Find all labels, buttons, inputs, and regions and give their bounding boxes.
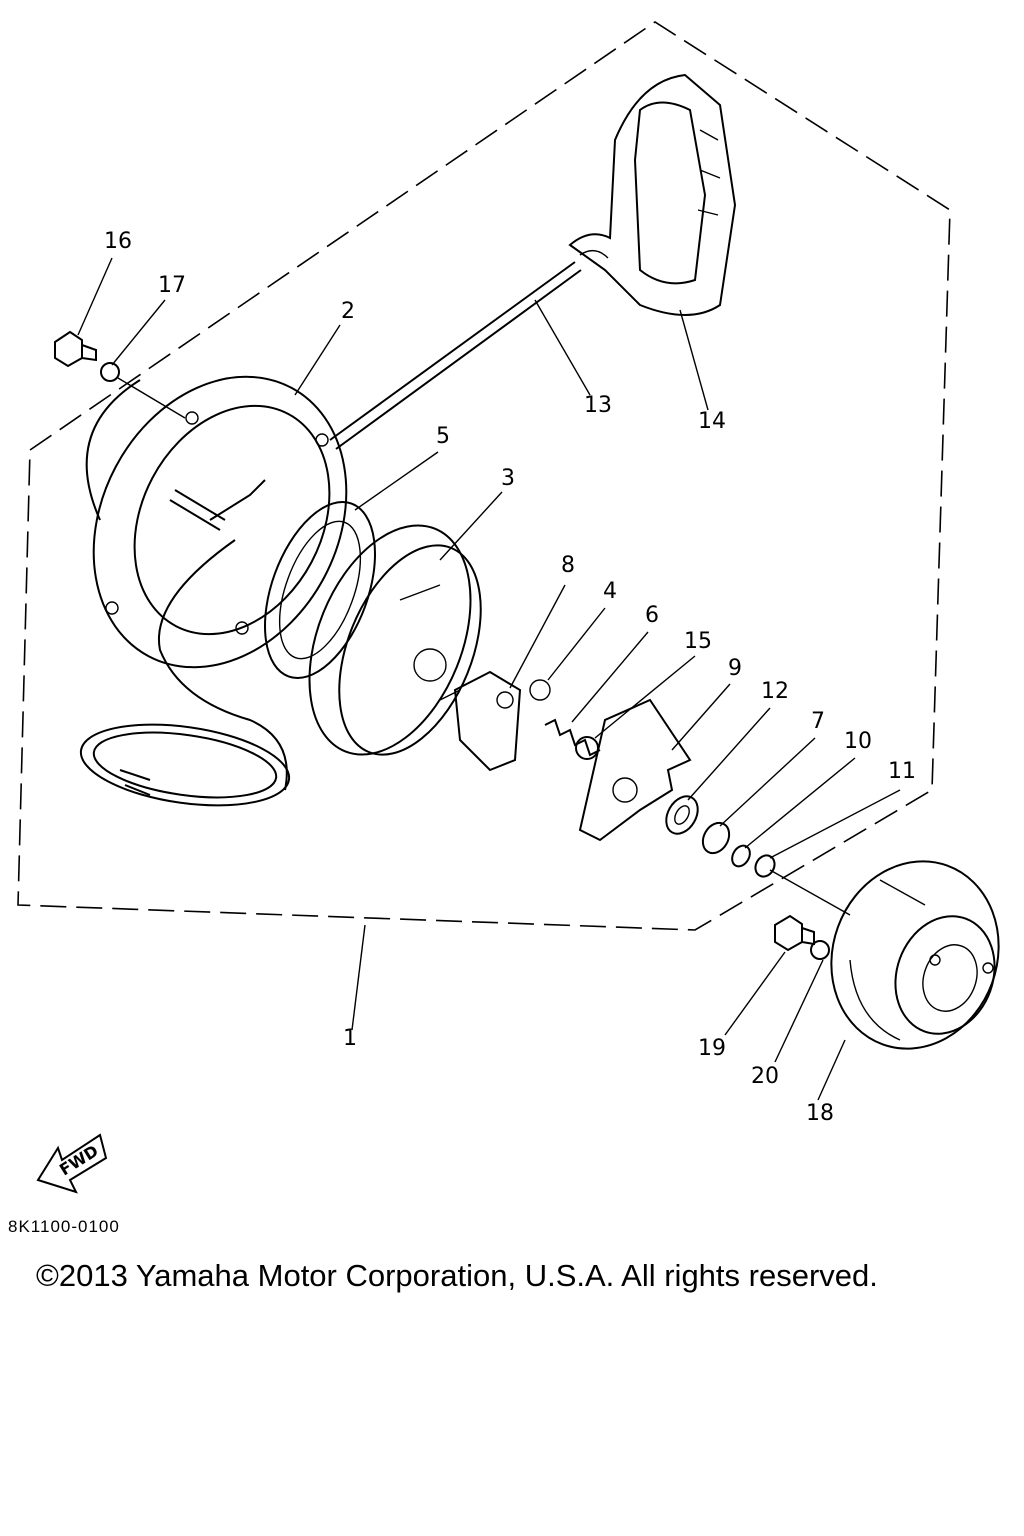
- drive-pawl: [453, 670, 551, 772]
- part-label-7: 7: [811, 709, 825, 734]
- part-label-3: 3: [501, 466, 515, 491]
- part-label-11: 11: [888, 759, 916, 784]
- leader-7: [719, 737, 816, 827]
- center-axis: [769, 869, 851, 916]
- washer-20: [810, 940, 830, 960]
- part-label-17: 17: [158, 273, 186, 298]
- assembly-boundary: [17, 21, 951, 931]
- part-label-14: 14: [698, 409, 726, 434]
- leader-17: [111, 299, 166, 366]
- part-label-10: 10: [844, 729, 872, 754]
- bolt-19: [774, 914, 815, 952]
- washer-12: [665, 795, 699, 835]
- starter-handle: [568, 73, 737, 316]
- leader-4: [547, 607, 606, 681]
- spring-6: [544, 718, 601, 757]
- leader-1: [351, 924, 366, 1031]
- leader-2: [294, 324, 341, 396]
- leader-5: [354, 451, 439, 511]
- part-label-13: 13: [584, 393, 612, 418]
- leader-9: [671, 683, 731, 751]
- washer-10: [731, 844, 751, 868]
- starter-pulley: [830, 860, 1000, 1050]
- part-label-19: 19: [698, 1036, 726, 1061]
- part-label-18: 18: [806, 1101, 834, 1126]
- spiral-spring: [264, 501, 376, 679]
- starter-rope: [329, 261, 582, 450]
- rope-coil: [79, 539, 291, 807]
- nut-11: [754, 854, 776, 878]
- leader-20: [774, 959, 824, 1063]
- fwd-arrow-icon: FWD: [36, 1133, 108, 1194]
- leader-11: [769, 789, 901, 859]
- leader-13: [534, 299, 591, 396]
- leader-10: [744, 757, 856, 849]
- part-label-5: 5: [436, 424, 450, 449]
- part-label-16: 16: [104, 229, 132, 254]
- copyright-notice: ©2013 Yamaha Motor Corporation, U.S.A. A…: [36, 1258, 878, 1293]
- diagram-code: 8K1100-0100: [8, 1217, 120, 1236]
- leader-18: [817, 1039, 846, 1101]
- leader-6: [571, 631, 649, 723]
- leader-3: [439, 491, 503, 561]
- bolt-axis: [117, 377, 186, 419]
- leader-8: [509, 584, 566, 689]
- leader-15: [594, 655, 696, 739]
- part-label-15: 15: [684, 629, 712, 654]
- washer-7: [701, 821, 731, 855]
- part-label-1: 1: [343, 1026, 357, 1051]
- part-label-20: 20: [751, 1064, 779, 1089]
- part-label-2: 2: [341, 299, 355, 324]
- part-label-12: 12: [761, 679, 789, 704]
- leader-14: [679, 309, 709, 411]
- leader-19: [724, 951, 786, 1036]
- starter-case: [85, 375, 348, 669]
- part-label-8: 8: [561, 553, 575, 578]
- part-label-4: 4: [603, 579, 617, 604]
- friction-plate: [578, 698, 692, 842]
- leader-12: [687, 707, 771, 801]
- part-label-9: 9: [728, 656, 742, 681]
- sheave-drum: [308, 524, 482, 756]
- part-label-6: 6: [645, 603, 659, 628]
- leader-16: [77, 257, 113, 336]
- washer-17: [100, 362, 120, 382]
- bolt-16: [54, 330, 97, 368]
